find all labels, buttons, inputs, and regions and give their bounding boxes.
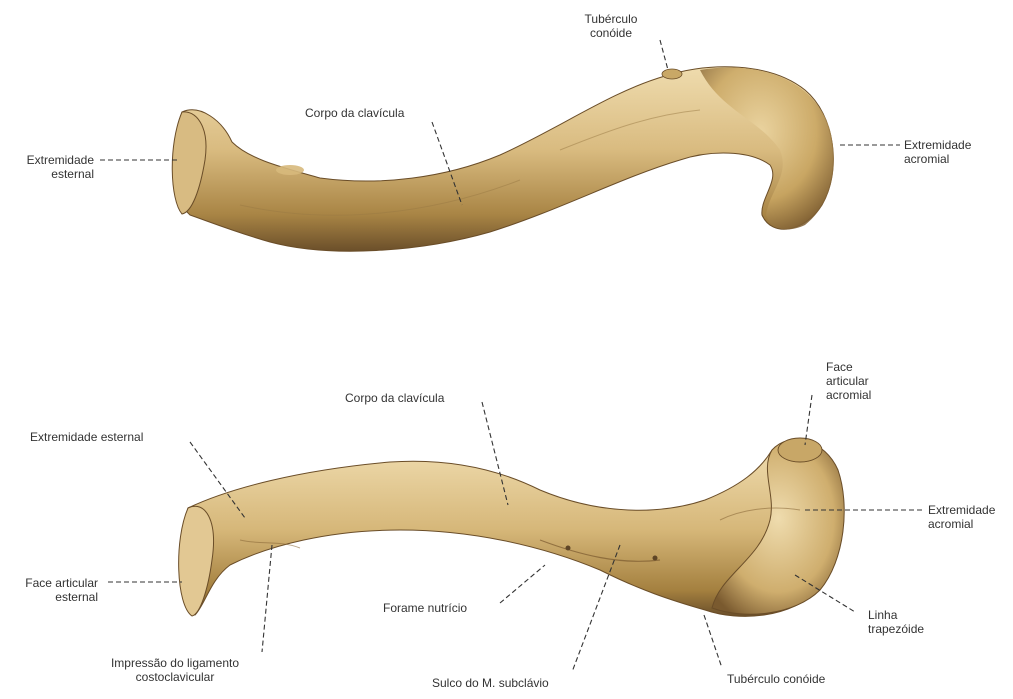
label-bottom-extremidade-esternal: Extremidade esternal — [30, 430, 143, 444]
label-top-extremidade-acromial: Extremidade acromial — [904, 138, 971, 166]
label-top-extremidade-esternal: Extremidade esternal — [2, 153, 94, 181]
label-bottom-face-articular-esternal: Face articular esternal — [2, 576, 98, 604]
clavicle-top-conoid-tubercle — [662, 69, 682, 79]
clavicle-bottom-conoid-mark — [653, 556, 658, 561]
leader-bottom-impressao — [262, 545, 272, 652]
label-bottom-linha-trapezoide: Linha trapezóide — [868, 608, 924, 636]
label-bottom-tuberculo-conoide: Tubérculo conóide — [727, 672, 825, 686]
label-bottom-sulco-subclavio: Sulco do M. subclávio — [432, 676, 549, 690]
clavicle-inferior-view — [179, 438, 845, 616]
label-bottom-impressao-ligamento: Impressão do ligamento costoclavicular — [90, 656, 260, 684]
label-bottom-corpo-da-clavicula: Corpo da clavícula — [345, 391, 444, 405]
label-bottom-face-articular-acromial: Face articular acromial — [826, 360, 871, 402]
leader-bottom-face-acromial — [805, 395, 812, 445]
clavicle-bottom-acromial-face — [778, 438, 822, 462]
label-top-tuberculo-conoide: Tubérculo conóide — [573, 12, 649, 40]
label-bottom-forame-nutricio: Forame nutrício — [383, 601, 467, 615]
leader-top-tuberculo — [660, 40, 668, 70]
leader-bottom-tuberculo — [704, 615, 722, 668]
clavicle-bottom-foramen-mark — [566, 546, 571, 551]
clavicle-superior-view — [172, 67, 834, 251]
clavicle-bottom-sternal-end — [179, 506, 214, 616]
label-bottom-extremidade-acromial: Extremidade acromial — [928, 503, 995, 531]
label-top-corpo-da-clavicula: Corpo da clavícula — [305, 106, 404, 120]
clavicle-top-bump — [276, 165, 304, 175]
leader-bottom-forame — [500, 565, 545, 603]
